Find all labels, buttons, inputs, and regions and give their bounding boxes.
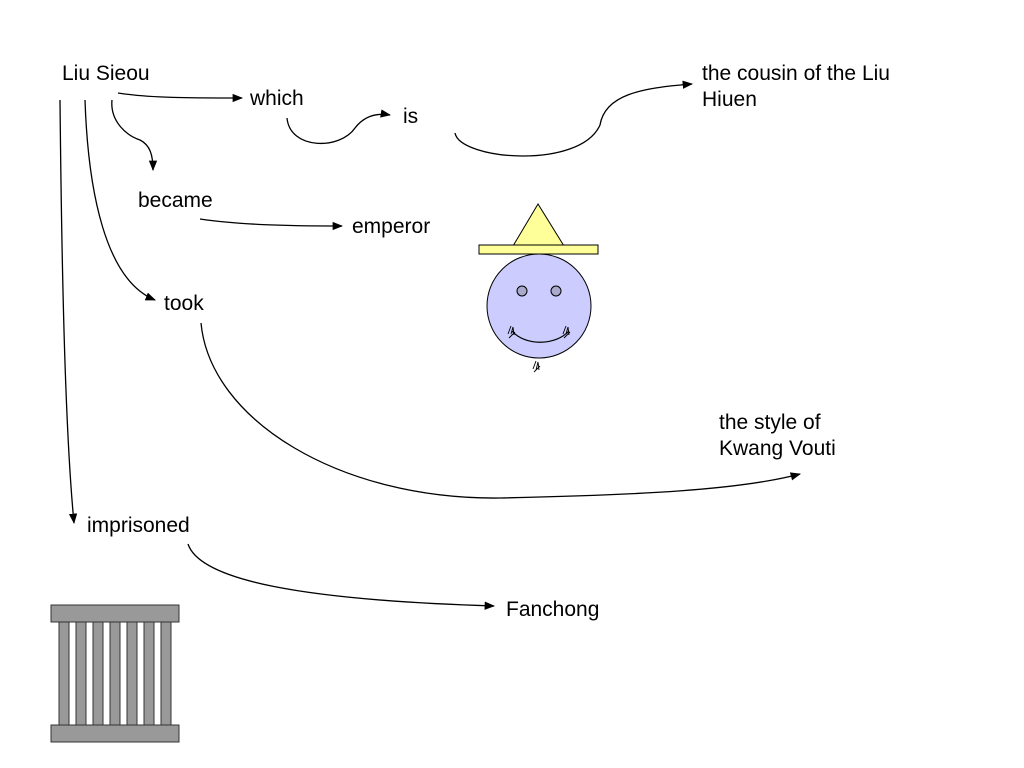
hat-brim-icon: [478, 244, 599, 255]
cage-top-bar: [50, 604, 180, 623]
arrow-became-to-emperor: [199, 218, 344, 231]
node-imprisoned: imprisoned: [87, 514, 190, 537]
arrow-imprisoned-to-fanchong: [187, 543, 496, 610]
node-is: is: [403, 105, 419, 128]
node-cousin: the cousin of the Liu Hiuen: [702, 62, 890, 112]
cage-bottom-bar: [50, 724, 180, 743]
node-became: became: [138, 189, 213, 212]
node-took: took: [164, 292, 204, 315]
whiskers-icon: [507, 325, 571, 373]
arrow-which-to-is: [286, 109, 392, 145]
right-eye-icon: [550, 285, 562, 297]
node-fanchong: Fanchong: [506, 598, 600, 621]
arrow-took-to-style: [200, 322, 802, 499]
arrow-liu-to-took: [84, 99, 156, 301]
left-eye-icon: [516, 285, 528, 297]
node-emperor: emperor: [352, 215, 431, 238]
emperor-face-icon: [478, 203, 599, 373]
smile-icon: [511, 330, 570, 343]
arrow-liu-to-imprisoned: [59, 99, 78, 525]
node-style: the style of Kwang Vouti: [719, 411, 836, 461]
node-liu-sieou: Liu Sieou: [62, 62, 150, 85]
arrow-liu-to-which: [117, 92, 244, 103]
jail-cage-icon: [50, 604, 180, 743]
arrow-is-to-cousin: [454, 80, 694, 157]
node-which: which: [250, 87, 304, 110]
hat-cone-icon: [512, 203, 565, 247]
arrow-liu-to-became: [111, 99, 158, 172]
